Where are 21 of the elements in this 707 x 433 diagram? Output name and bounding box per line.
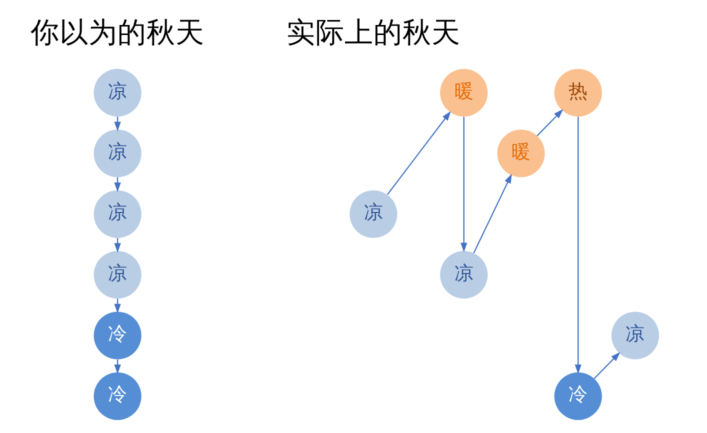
node-circle: 凉 xyxy=(94,251,142,299)
arrow xyxy=(473,174,512,254)
node-circle: 冷 xyxy=(94,312,142,360)
node-circle: 冷 xyxy=(554,372,602,420)
node-circle: 凉 xyxy=(611,312,660,360)
node-circle: 凉 xyxy=(94,190,142,238)
node-circle: 热 xyxy=(554,68,602,117)
node-circle: 冷 xyxy=(94,372,142,420)
node-circle: 凉 xyxy=(94,68,142,117)
node-circle: 凉 xyxy=(350,190,398,238)
arrow xyxy=(594,352,620,380)
arrow xyxy=(536,109,564,136)
label: 你以为的秋天 xyxy=(30,14,205,49)
arrow xyxy=(460,116,468,252)
arrow xyxy=(387,111,451,195)
node-circle: 凉 xyxy=(440,251,488,299)
node-circle: 暖 xyxy=(497,130,545,178)
node-circle: 暖 xyxy=(440,68,488,117)
arrow xyxy=(574,116,582,374)
label: 实际上的秋天 xyxy=(286,14,460,49)
node-circle: 凉 xyxy=(94,130,142,178)
